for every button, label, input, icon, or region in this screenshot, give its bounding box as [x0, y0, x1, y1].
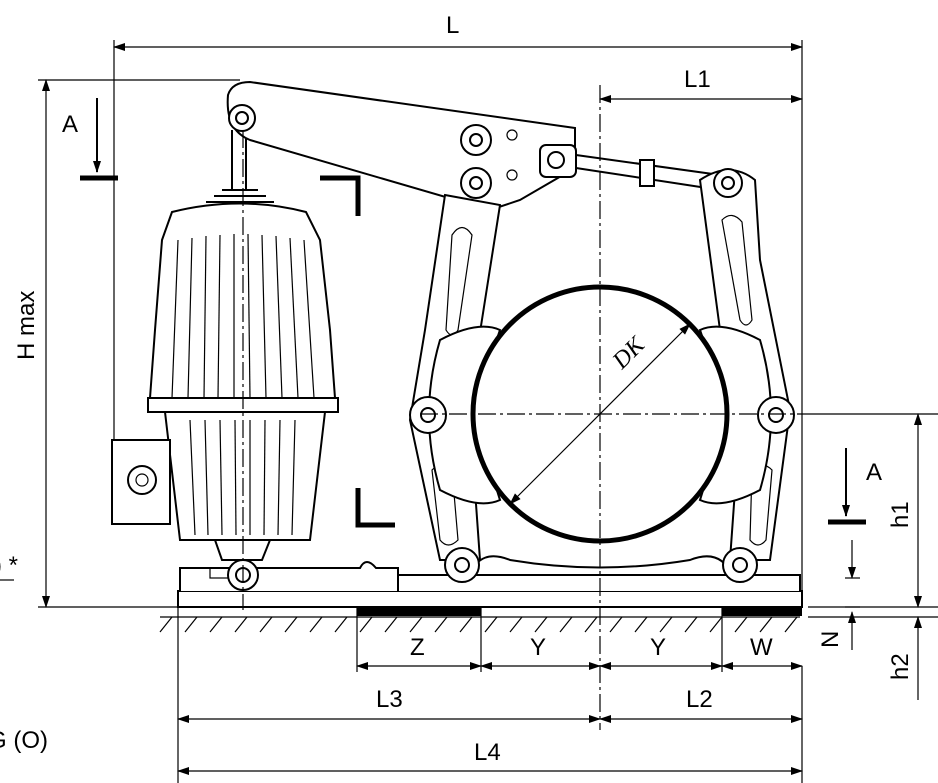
- section-mark-right: A: [828, 448, 882, 525]
- dim-label-L3: L3: [376, 686, 403, 713]
- section-label-right: A: [866, 459, 882, 486]
- dimension-L4: L4: [177, 739, 803, 775]
- section-label-top: A: [62, 111, 78, 138]
- dim-label-L2: L2: [686, 686, 713, 713]
- dimension-L3-L2: L3 L2: [177, 607, 803, 783]
- dim-label-h2: h2: [887, 653, 914, 680]
- dimension-h1: h1: [800, 413, 938, 608]
- dimension-h2: h2: [808, 616, 938, 700]
- dimension-L: L: [113, 12, 803, 600]
- base-frame: [179, 555, 801, 591]
- lever-arm: [226, 80, 721, 212]
- dim-label-Y-right: Y: [650, 634, 666, 661]
- dimension-N: N: [817, 540, 860, 650]
- partial-label-2: G (O): [0, 727, 48, 754]
- dim-label-L: L: [446, 12, 459, 39]
- ground-foundation: [159, 590, 803, 633]
- dim-label-W: W: [750, 634, 773, 661]
- thruster-actuator: [111, 130, 339, 591]
- dim-label-N: N: [817, 631, 844, 648]
- dim-label-Z: Z: [410, 634, 425, 661]
- dimension-H-max: H max: [13, 79, 240, 608]
- dim-label-h1: h1: [887, 501, 914, 528]
- clipped-left-labels: ) * G (O): [0, 552, 48, 754]
- partial-label-1: ) *: [0, 552, 18, 579]
- dim-label-L1: L1: [684, 66, 711, 93]
- dim-label-L4: L4: [474, 739, 501, 766]
- dimension-pad-row: Z Y Y W: [356, 607, 803, 672]
- dim-label-H-max: H max: [13, 291, 40, 360]
- dimension-L1: L1: [599, 66, 803, 103]
- dim-label-Y-left: Y: [530, 634, 546, 661]
- section-mark-top: A: [62, 98, 395, 528]
